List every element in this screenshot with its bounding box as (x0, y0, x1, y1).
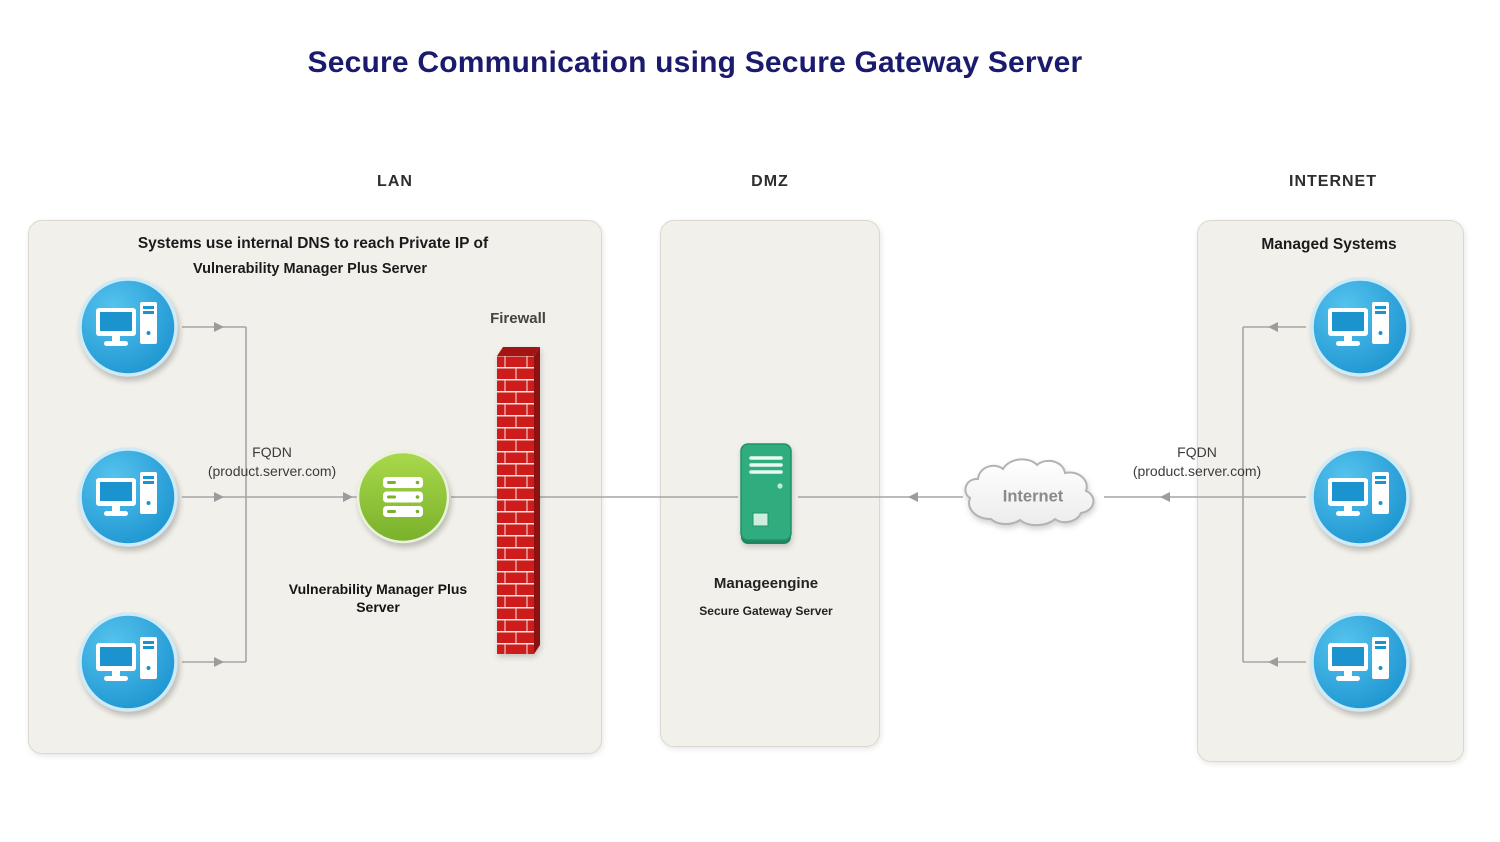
workstation-icon (1308, 275, 1412, 379)
arrow-left-icon (1160, 492, 1170, 502)
lan-note-line1: Systems use internal DNS to reach Privat… (137, 235, 489, 252)
vmp-server-label-line2: Server (356, 599, 400, 615)
lan-note-line2: Vulnerability Manager Plus Server (193, 261, 427, 277)
vmp-server-label-line1: Vulnerability Manager Plus (288, 581, 468, 597)
lan-fqdn-line2: (product.server.com) (207, 463, 337, 479)
vmp-server-icon (355, 449, 451, 545)
workstation-icon (76, 610, 180, 714)
internet-fqdn-line2: (product.server.com) (1132, 463, 1262, 479)
gateway-brand-label: Manageengine (713, 575, 819, 592)
workstation-icon (1308, 610, 1412, 714)
workstation-icon (76, 275, 180, 379)
cloud-label: Internet (1002, 487, 1064, 506)
workstation-icon (1308, 445, 1412, 549)
managed-systems-heading: Managed Systems (1261, 236, 1397, 253)
diagram-title: Secure Communication using Secure Gatewa… (307, 46, 1083, 79)
lan-fqdn-line1: FQDN (252, 444, 292, 460)
arrow-left-icon (908, 492, 918, 502)
zone-label-internet: INTERNET (1289, 173, 1377, 190)
firewall-brick-icon (494, 344, 541, 656)
gateway-server-icon (736, 441, 796, 553)
workstation-icon (76, 445, 180, 549)
firewall-label: Firewall (490, 310, 546, 327)
zone-label-dmz: DMZ (751, 173, 789, 190)
internet-fqdn-line1: FQDN (1177, 444, 1217, 460)
gateway-name-label: Secure Gateway Server (699, 604, 833, 618)
zone-label-lan: LAN (377, 173, 413, 190)
